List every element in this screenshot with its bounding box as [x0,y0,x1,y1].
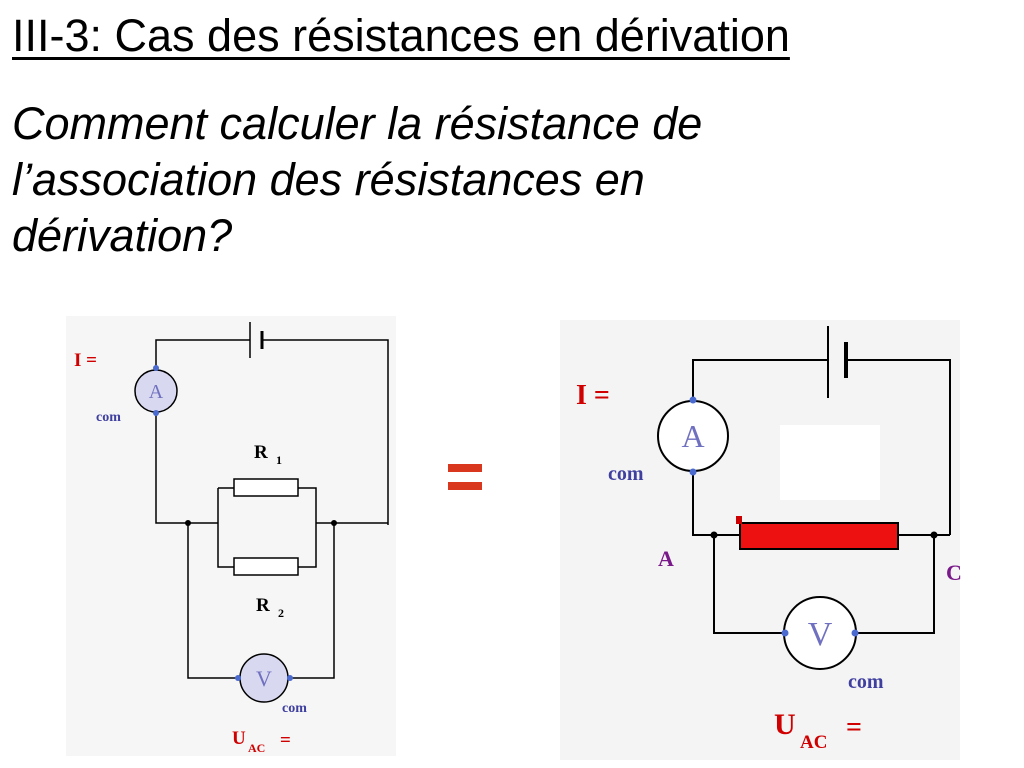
right-resistor-marker [736,516,742,524]
left-ammeter-terminal-com [153,410,159,416]
left-voltage-equals: = [280,730,291,751]
left-voltmeter-symbol: V [256,666,272,691]
equals-bar-top [448,464,482,472]
right-voltmeter-wire-right [855,535,935,634]
left-wire-left [155,410,218,524]
left-voltmeter-wire-left [187,523,238,679]
left-wire-top-left [155,339,250,368]
left-circuit-background [66,316,396,756]
right-voltage-subscript: AC [800,732,827,753]
left-voltmeter-com-label: com [282,701,307,716]
slide-question: Comment calculer la résistance de l’asso… [12,96,912,264]
left-voltmeter-terminal-com [287,675,293,681]
left-resistor-1-label: R [254,442,268,463]
left-branch-left [217,488,234,568]
right-equivalent-resistor [739,522,899,550]
left-voltmeter-wire-right [290,523,335,679]
left-ammeter-com-label: com [96,410,121,425]
equals-bar-bottom [448,482,482,490]
left-resistor-1 [233,478,299,497]
right-voltmeter-terminal-plus [781,629,789,637]
right-voltmeter-symbol: V [808,616,833,653]
left-resistor-2-subscript: 2 [278,606,284,620]
right-node-a-label: A [658,546,674,571]
right-ammeter-symbol: A [681,418,704,454]
slide-title: III-3: Cas des résistances en dérivation [12,10,790,61]
right-voltmeter-com-label: com [848,671,884,693]
left-resistor-1-subscript: 1 [276,453,282,467]
right-ammeter-com-label: com [608,463,644,485]
right-wire-top-left [692,359,828,400]
right-voltmeter-terminal-com [851,629,859,637]
question-line-3: dérivation? [12,210,233,261]
question-line-2: l’association des résistances en [12,154,645,205]
left-voltage-label: U [232,728,246,749]
left-voltmeter-terminal-plus [235,675,241,681]
right-node-c [930,531,938,539]
right-node-c-label: C [946,560,962,585]
right-ammeter-terminal-com [689,468,697,476]
right-voltage-label: U [774,708,796,741]
right-wire-left [692,472,740,536]
equals-sign [446,446,486,506]
left-ammeter-symbol: A [149,381,164,403]
left-ammeter-terminal-plus [153,365,159,371]
left-branch-right [298,487,317,568]
left-node-c [331,520,337,526]
right-ammeter-terminal-plus [689,396,697,404]
left-wire-top-right [262,339,389,525]
left-resistor-2-label: R [256,595,270,616]
right-current-label: I = [576,380,610,411]
left-circuit [66,316,396,756]
question-line-1: Comment calculer la résistance de [12,98,703,149]
right-voltmeter-wire-left [713,535,785,634]
left-current-label: I = [74,350,97,371]
right-voltage-equals: = [846,712,862,743]
left-node-a [185,520,191,526]
right-circuit-blank-patch [780,425,880,500]
right-wire-top-right [848,359,951,535]
right-node-a [710,531,718,539]
left-voltage-subscript: AC [248,741,265,755]
left-resistor-2 [233,557,299,576]
